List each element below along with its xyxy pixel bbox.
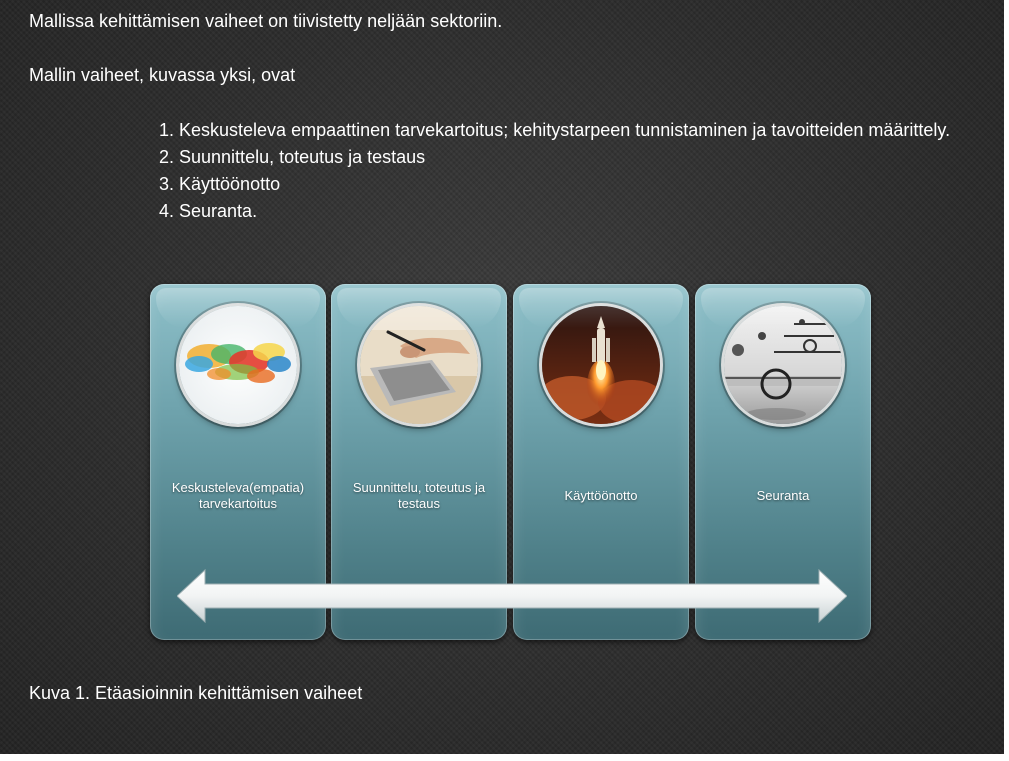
balance-balls-image bbox=[724, 306, 842, 424]
phase-label-2-line1: Suunnittelu, toteutus ja bbox=[352, 480, 486, 495]
phase-panel-2: Suunnittelu, toteutus ja testaus bbox=[331, 284, 507, 640]
intro-text-2: Mallin vaiheet, kuvassa yksi, ovat bbox=[29, 65, 296, 85]
phase-label-1-line2: tarvekartoitus bbox=[198, 496, 278, 511]
phase-label-4: Seuranta bbox=[756, 488, 810, 503]
phase-label-2-line2: testaus bbox=[398, 496, 440, 511]
phase-label-2: Suunnittelu, toteutus ja testaus bbox=[337, 480, 501, 512]
phase-label-1-line1: Keskusteleva(empatia) bbox=[171, 480, 305, 495]
phase-label-1: Keskusteleva(empatia) tarvekartoitus bbox=[156, 480, 320, 512]
rocket-launch-image bbox=[542, 306, 660, 424]
phase-panel-4: Seuranta bbox=[695, 284, 871, 640]
double-headed-arrow-icon bbox=[177, 568, 847, 624]
phase-list-item: 2. Suunnittelu, toteutus ja testaus bbox=[159, 147, 426, 167]
figure-caption: Kuva 1. Etäasioinnin kehittämisen vaihee… bbox=[29, 683, 363, 703]
phase-list-item: 3. Käyttöönotto bbox=[159, 174, 281, 194]
phase-list-item: 4. Seuranta. bbox=[159, 201, 258, 221]
phase-panel-3: Käyttöönotto bbox=[513, 284, 689, 640]
phase-label-3: Käyttöönotto bbox=[564, 488, 638, 503]
phase-panel-1: Keskusteleva(empatia) tarvekartoitus bbox=[150, 284, 326, 640]
intro-text-1: Mallissa kehittämisen vaiheet on tiivist… bbox=[29, 11, 503, 31]
phase-list-item: 1. Keskusteleva empaattinen tarvekartoit… bbox=[159, 120, 951, 140]
colorful-ink-cloud-image bbox=[179, 306, 297, 424]
hand-writing-laptop-image bbox=[360, 306, 478, 424]
phase-list: 1. Keskusteleva empaattinen tarvekartoit… bbox=[159, 117, 979, 225]
